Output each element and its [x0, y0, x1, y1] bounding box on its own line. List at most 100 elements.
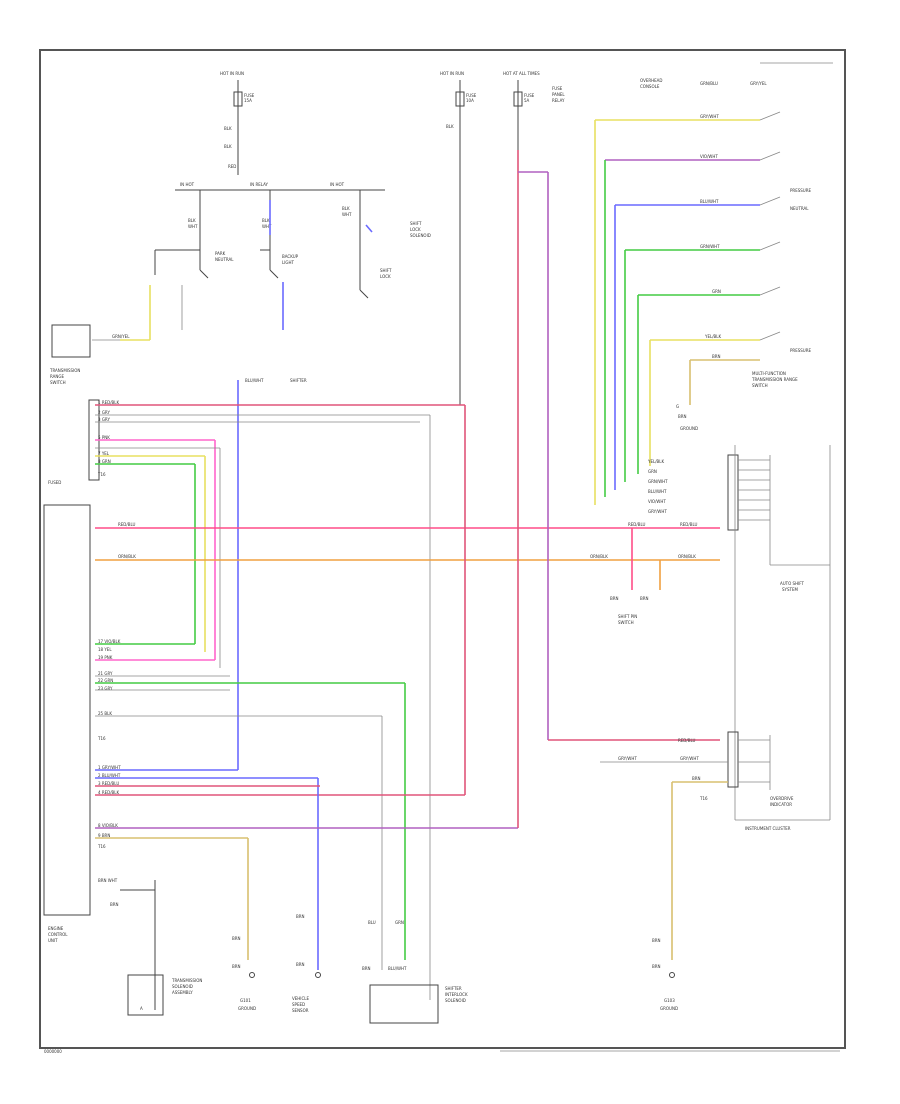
svg-text:BLU/WHT: BLU/WHT	[648, 489, 667, 494]
svg-text:7 YEL: 7 YEL	[98, 451, 110, 456]
tcm-label: TRANSMISSION	[49, 368, 80, 373]
svg-text:GRN/WHT: GRN/WHT	[700, 244, 720, 249]
svg-text:BRN: BRN	[652, 938, 661, 943]
svg-text:T16: T16	[97, 472, 106, 477]
svg-text:SHIFT: SHIFT	[380, 268, 392, 273]
svg-text:GRY/WHT: GRY/WHT	[680, 756, 699, 761]
left-wire-labels: 1 RED/BLK 2 GRY 3 GRY 5 PNK 7 YEL 8 GRN T16…	[97, 400, 121, 849]
svg-text:RED/BLU: RED/BLU	[628, 522, 646, 527]
svg-text:PRESSURE: PRESSURE	[790, 188, 812, 193]
svg-text:22 GRN: 22 GRN	[98, 678, 113, 683]
svg-text:WHT: WHT	[262, 224, 272, 229]
svg-text:INDICATOR: INDICATOR	[770, 802, 792, 807]
svg-text:GROUND: GROUND	[238, 1006, 256, 1011]
svg-text:BRN: BRN	[232, 964, 241, 969]
tcm-module: TRANSMISSION RANGE SWITCH ENGINE CONTROL…	[43, 324, 100, 943]
svg-text:BRN: BRN	[232, 936, 241, 941]
ecm-label-3: UNIT	[48, 938, 58, 943]
svg-text:SYSTEM: SYSTEM	[782, 587, 798, 592]
svg-text:3 GRY: 3 GRY	[98, 417, 110, 422]
svg-text:VIO/WHT: VIO/WHT	[648, 499, 666, 504]
svg-text:2 GRY: 2 GRY	[98, 410, 110, 415]
svg-text:GRY/YEL: GRY/YEL	[750, 81, 767, 86]
svg-text:BRN: BRN	[296, 962, 305, 967]
ecm-label: ENGINE	[48, 926, 64, 931]
svg-text:BRN WHT: BRN WHT	[98, 878, 118, 883]
svg-text:WHT: WHT	[342, 212, 352, 217]
bottom-components: A TRANSMISSION SOLENOID ASSEMBLY BRN WHT…	[98, 878, 678, 1024]
svg-text:SHIFTER: SHIFTER	[290, 378, 307, 383]
cluster-label: INSTRUMENT CLUSTER	[745, 826, 791, 831]
svg-text:IN RELAY: IN RELAY	[250, 182, 268, 187]
svg-text:WHT: WHT	[188, 224, 198, 229]
svg-text:GRY/WHT: GRY/WHT	[618, 756, 637, 761]
svg-text:BACKUP: BACKUP	[282, 254, 299, 259]
svg-text:GROUND: GROUND	[660, 1006, 678, 1011]
svg-text:NEUTRAL: NEUTRAL	[215, 257, 234, 262]
svg-text:SENSOR: SENSOR	[292, 1008, 309, 1013]
svg-text:IN HOT: IN HOT	[180, 182, 195, 187]
svg-text:SOLENOID: SOLENOID	[172, 984, 193, 989]
svg-text:FUSE: FUSE	[466, 93, 477, 98]
svg-text:9 BRN: 9 BRN	[98, 833, 110, 838]
svg-text:10A: 10A	[466, 98, 474, 103]
svg-text:ASSEMBLY: ASSEMBLY	[172, 990, 193, 995]
svg-text:SWITCH: SWITCH	[752, 383, 768, 388]
ecm-label-2: CONTROL	[48, 932, 68, 937]
svg-text:BLU/WHT: BLU/WHT	[388, 966, 407, 971]
switch-contacts	[759, 111, 781, 341]
svg-text:T16: T16	[699, 796, 708, 801]
svg-text:TRANSMISSION: TRANSMISSION	[171, 978, 202, 983]
svg-text:BLU/WHT: BLU/WHT	[245, 378, 264, 383]
svg-text:1 GRY/WHT: 1 GRY/WHT	[98, 765, 121, 770]
svg-text:GRN/YEL: GRN/YEL	[112, 334, 130, 339]
svg-text:BLU/WHT: BLU/WHT	[700, 199, 719, 204]
svg-text:ORN/BLK: ORN/BLK	[678, 554, 696, 559]
svg-text:AUTO SHIFT: AUTO SHIFT	[780, 581, 804, 586]
svg-text:RED/BLU: RED/BLU	[118, 522, 136, 527]
svg-text:BLK: BLK	[446, 124, 454, 129]
svg-text:GRN: GRN	[712, 289, 721, 294]
svg-text:BLK: BLK	[224, 126, 232, 131]
svg-text:SPEED: SPEED	[292, 1002, 305, 1007]
svg-text:5 PNK: 5 PNK	[98, 435, 110, 440]
svg-text:8 GRN: 8 GRN	[98, 459, 111, 464]
svg-text:BRN: BRN	[712, 354, 721, 359]
svg-text:25 BLK: 25 BLK	[98, 711, 112, 716]
svg-text:PRESSURE: PRESSURE	[790, 348, 812, 353]
svg-text:GRN/WHT: GRN/WHT	[648, 479, 668, 484]
svg-text:SOLENOID: SOLENOID	[445, 998, 466, 1003]
fuse-top-left-label: HOT IN RUN	[220, 71, 244, 76]
svg-text:18 YEL: 18 YEL	[98, 647, 112, 652]
svg-text:BRN: BRN	[652, 964, 661, 969]
svg-text:LOCK: LOCK	[380, 274, 391, 279]
svg-text:17 VIO/BLK: 17 VIO/BLK	[98, 639, 121, 644]
svg-text:BRN: BRN	[296, 914, 305, 919]
svg-text:2 BLU/WHT: 2 BLU/WHT	[98, 773, 121, 778]
svg-text:GRY/WHT: GRY/WHT	[648, 509, 667, 514]
svg-text:1 RED/BLK: 1 RED/BLK	[98, 400, 120, 405]
svg-text:PANEL: PANEL	[552, 92, 565, 97]
svg-text:VIO/WHT: VIO/WHT	[700, 154, 718, 159]
svg-text:GRN: GRN	[395, 920, 404, 925]
svg-text:A: A	[140, 1006, 143, 1011]
ground-g3: G103	[664, 998, 675, 1003]
svg-text:LOCK: LOCK	[410, 227, 421, 232]
tcm-label-3: SWITCH	[50, 380, 66, 385]
svg-text:BLU: BLU	[368, 920, 376, 925]
svg-text:OVERHEAD: OVERHEAD	[640, 78, 662, 83]
svg-text:SHIFTER: SHIFTER	[445, 986, 462, 991]
svg-text:15A: 15A	[244, 98, 252, 103]
svg-text:RED/BLU: RED/BLU	[680, 522, 698, 527]
svg-text:GRY/WHT: GRY/WHT	[700, 114, 719, 119]
tcm-label-2: RANGE	[50, 374, 64, 379]
svg-text:SHIFT: SHIFT	[410, 221, 422, 226]
svg-text:YEL/BLK: YEL/BLK	[704, 334, 722, 339]
svg-text:OVERDRIVE: OVERDRIVE	[770, 796, 794, 801]
svg-text:8 VIO/BLK: 8 VIO/BLK	[98, 823, 118, 828]
